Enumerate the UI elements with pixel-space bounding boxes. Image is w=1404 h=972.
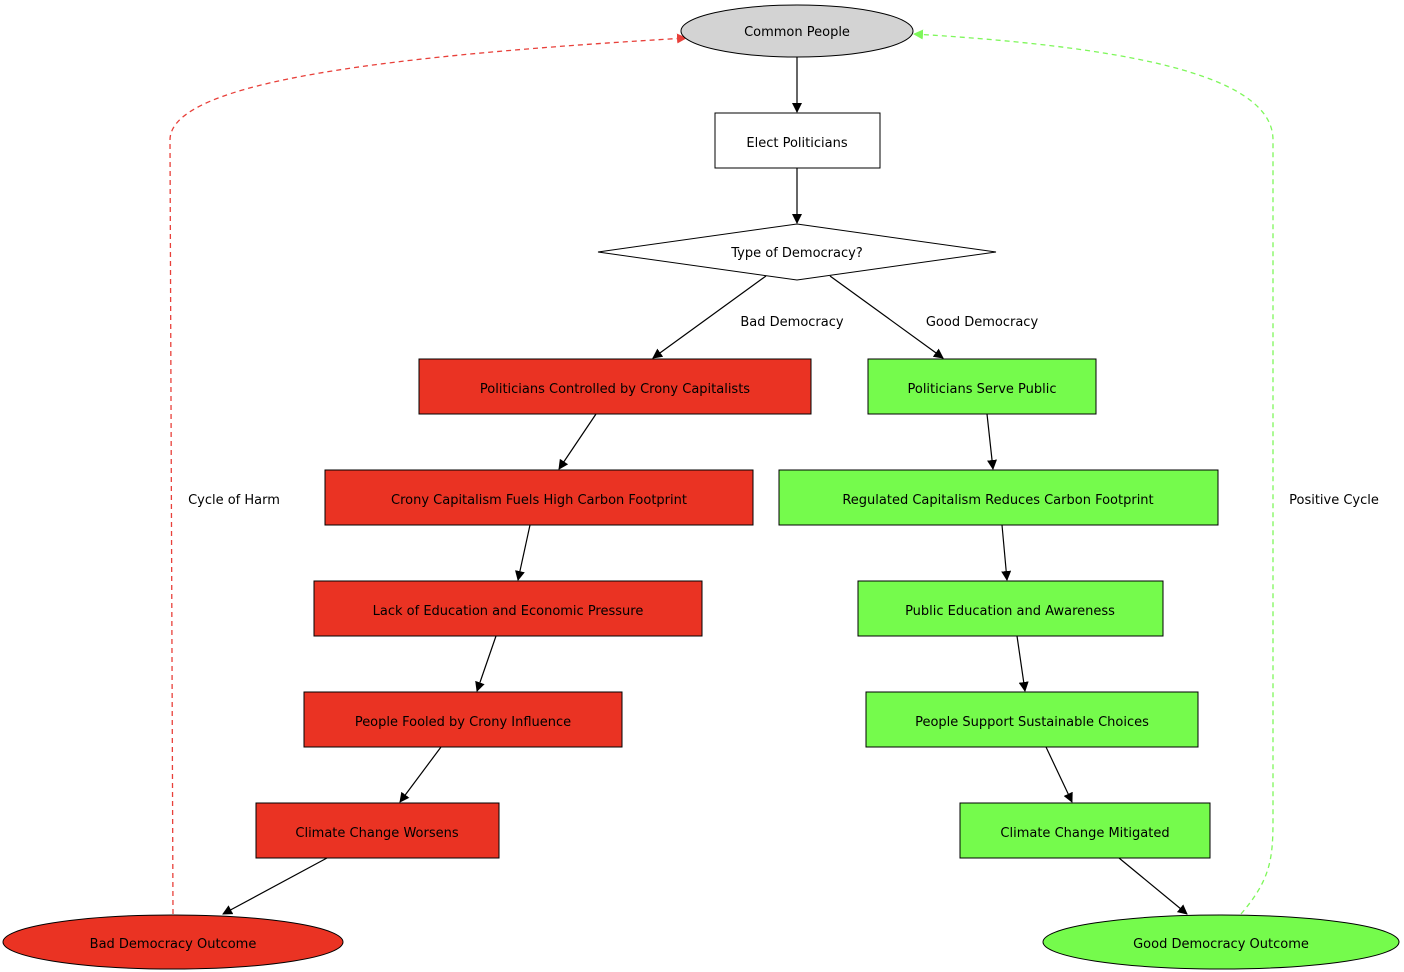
node-bad-politicians-controlled: Politicians Controlled by Crony Capitali… bbox=[418, 358, 812, 415]
node-bad-people-fooled: People Fooled by Crony Influence bbox=[303, 691, 623, 748]
edge-type-to-good1 bbox=[829, 275, 944, 359]
node-bad-lack-education: Lack of Education and Economic Pressure bbox=[313, 580, 703, 637]
edge-good2-to-good3 bbox=[1001, 524, 1012, 581]
node-good-climate-mitigated-label: Climate Change Mitigated bbox=[1000, 826, 1169, 841]
node-elect-politicians-label: Elect Politicians bbox=[746, 136, 847, 151]
edge-label-bad-democracy: Bad Democracy bbox=[740, 315, 844, 330]
node-bad-crony-carbon: Crony Capitalism Fuels High Carbon Footp… bbox=[324, 469, 754, 526]
node-good-public-education: Public Education and Awareness bbox=[857, 580, 1164, 637]
node-bad-crony-carbon-label: Crony Capitalism Fuels High Carbon Footp… bbox=[391, 493, 687, 508]
node-bad-democracy-outcome-label: Bad Democracy Outcome bbox=[90, 937, 257, 952]
edge-bad5-to-bad-outcome bbox=[222, 857, 328, 915]
edge-bad4-to-bad5 bbox=[399, 746, 442, 803]
node-bad-politicians-controlled-label: Politicians Controlled by Crony Capitali… bbox=[480, 382, 750, 397]
node-good-politicians-serve-label: Politicians Serve Public bbox=[907, 382, 1056, 397]
node-elect-politicians: Elect Politicians bbox=[714, 112, 881, 169]
node-bad-climate-worsens: Climate Change Worsens bbox=[255, 802, 500, 859]
node-good-regulated-capitalism-label: Regulated Capitalism Reduces Carbon Foot… bbox=[842, 493, 1153, 508]
edge-good5-to-good-outcome bbox=[1118, 857, 1188, 915]
node-common-people: Common People bbox=[680, 4, 914, 58]
edge-type-to-bad1 bbox=[652, 275, 767, 359]
edge-label-positive-cycle: Positive Cycle bbox=[1289, 493, 1379, 508]
node-bad-climate-worsens-label: Climate Change Worsens bbox=[295, 826, 458, 841]
node-good-public-education-label: Public Education and Awareness bbox=[905, 604, 1115, 619]
edge-bad1-to-bad2 bbox=[558, 413, 597, 470]
node-good-climate-mitigated: Climate Change Mitigated bbox=[959, 802, 1211, 859]
node-type-of-democracy: Type of Democracy? bbox=[597, 223, 997, 281]
node-good-regulated-capitalism: Regulated Capitalism Reduces Carbon Foot… bbox=[778, 469, 1219, 526]
edge-bad-cycle bbox=[169, 33, 687, 915]
edges bbox=[222, 57, 1188, 915]
node-good-sustainable-choices: People Support Sustainable Choices bbox=[865, 691, 1199, 748]
node-good-sustainable-choices-label: People Support Sustainable Choices bbox=[915, 715, 1149, 730]
node-type-of-democracy-label: Type of Democracy? bbox=[730, 246, 862, 261]
node-good-democracy-outcome-label: Good Democracy Outcome bbox=[1133, 937, 1309, 952]
node-bad-people-fooled-label: People Fooled by Crony Influence bbox=[355, 715, 571, 730]
node-bad-lack-education-label: Lack of Education and Economic Pressure bbox=[373, 604, 644, 619]
edge-good3-to-good4 bbox=[1016, 635, 1029, 692]
edge-good4-to-good5 bbox=[1045, 746, 1073, 803]
edge-good1-to-good2 bbox=[986, 413, 997, 470]
edge-bad2-to-bad3 bbox=[515, 524, 531, 581]
node-good-democracy-outcome: Good Democracy Outcome bbox=[1042, 914, 1400, 970]
edge-label-good-democracy: Good Democracy bbox=[926, 315, 1039, 330]
node-common-people-label: Common People bbox=[744, 25, 850, 40]
node-bad-democracy-outcome: Bad Democracy Outcome bbox=[2, 914, 344, 970]
edge-bad3-to-bad4 bbox=[475, 635, 497, 692]
node-good-politicians-serve: Politicians Serve Public bbox=[867, 358, 1097, 415]
edge-label-cycle-of-harm: Cycle of Harm bbox=[188, 493, 280, 508]
edge-good-cycle bbox=[913, 29, 1274, 915]
